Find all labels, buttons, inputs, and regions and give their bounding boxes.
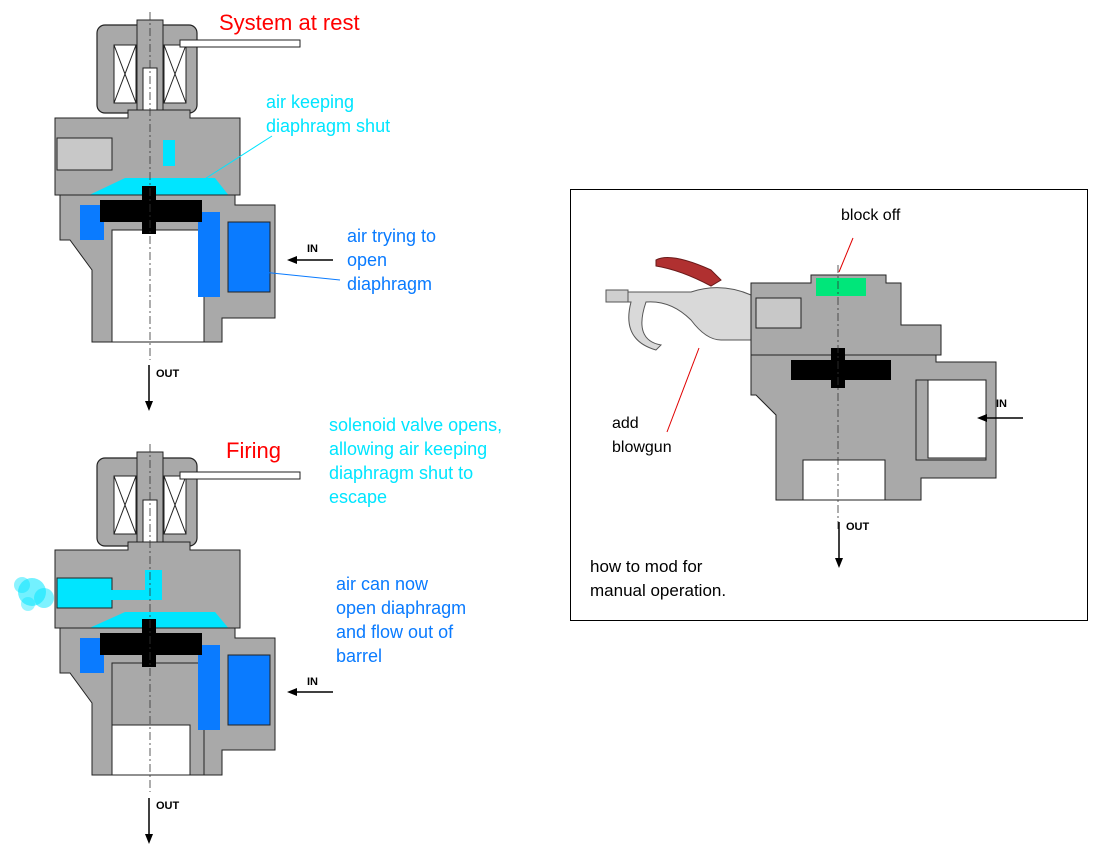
manual-caption: how to mod for manual operation.: [590, 557, 727, 600]
inlet-port: [927, 379, 987, 459]
in-arrow-icon: [977, 414, 987, 422]
manual-in-label: IN: [996, 398, 1007, 410]
leader-blowgun: [666, 347, 700, 433]
blowgun-nozzle: [605, 289, 629, 303]
in-arrow-icon: [287, 688, 297, 696]
manual-mod-panel: block off add blowgun how to mod for man…: [570, 189, 1088, 621]
valve-diagram-rest: System at rest air keeping diaphragm shu…: [0, 0, 460, 420]
inlet-port-air: [227, 654, 271, 726]
out-arrow-icon: [145, 834, 153, 844]
in-arrow-icon: [287, 256, 297, 264]
pilot-air-channel: [163, 140, 175, 166]
rest-title: System at rest: [219, 10, 360, 35]
firing-out-label: OUT: [156, 800, 180, 812]
inlet-air-right: [198, 212, 220, 297]
pilot-air-chamber: [85, 612, 230, 630]
valve-cross-section-rest: [54, 12, 341, 411]
firing-title: Firing: [226, 438, 282, 463]
rest-out-label: OUT: [156, 368, 180, 380]
pilot-air-exhaust-port: [56, 577, 113, 609]
manual-out-label: OUT: [846, 521, 870, 533]
valve-diagram-firing: Firing solenoid valve opens, allowing ai…: [0, 415, 560, 860]
note-block-off: block off: [841, 207, 901, 224]
out-arrow-icon: [145, 401, 153, 411]
old-pilot-port: [755, 297, 802, 329]
inlet-air-right: [198, 645, 220, 730]
out-arrow-icon: [835, 558, 843, 568]
leader-block-off: [838, 237, 854, 273]
wire-lead: [179, 39, 301, 48]
diaphragm-stem: [142, 186, 156, 234]
rest-in-label: IN: [307, 243, 318, 255]
pilot-air-chamber: [85, 178, 230, 197]
blowgun-trigger: [655, 257, 722, 287]
valve-cross-section-firing: [14, 444, 333, 844]
inlet-port-air: [227, 221, 271, 293]
block-off-plug: [816, 278, 866, 296]
leader-pilot: [199, 135, 273, 183]
firing-note-pilot: solenoid valve opens, allowing air keepi…: [329, 415, 503, 507]
outlet-bore: [802, 459, 886, 501]
wire-lead: [179, 471, 301, 480]
firing-in-label: IN: [307, 676, 318, 688]
air-spray-icon: [14, 577, 54, 611]
outlet-bore: [111, 229, 205, 343]
firing-note-inlet: air can now open diaphragm and flow out …: [336, 574, 467, 666]
pilot-port: [56, 137, 113, 171]
blowgun-body: [605, 287, 757, 351]
rest-note-pilot: air keeping diaphragm shut: [266, 92, 391, 136]
valve-manual-mod: [605, 237, 1023, 568]
rest-note-inlet: air trying to open diaphragm: [347, 226, 437, 294]
leader-inlet: [261, 271, 341, 281]
diaphragm-stem: [142, 619, 156, 667]
pilot-air-exhaust-path: [110, 570, 162, 600]
note-add-blowgun: add blowgun: [612, 415, 672, 456]
